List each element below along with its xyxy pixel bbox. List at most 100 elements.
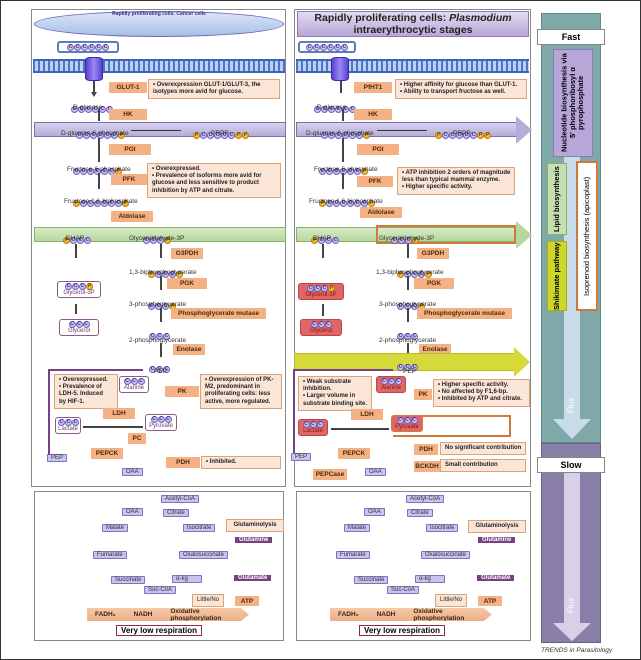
pdh-note: • Inhibited. bbox=[201, 456, 281, 470]
succinate: Succinate bbox=[111, 576, 146, 584]
pfk-enzyme: PFK bbox=[111, 174, 147, 185]
pgk-enzyme-p: PGK bbox=[414, 278, 454, 289]
pepcase-enzyme: PEPCase bbox=[313, 469, 347, 480]
prpp-label-p: PRPP bbox=[453, 130, 471, 137]
pdh-enzyme-p: PDH bbox=[414, 444, 438, 455]
very-low-respiration-p: Very low respiration bbox=[359, 625, 446, 636]
journal-credit: TRENDS in Parasitology bbox=[541, 647, 613, 654]
ldh-note: • Overexpressed.• Prevalence of LDH-5. I… bbox=[54, 374, 118, 409]
pfk-note: • Overexpressed.• Prevalence of isoforms… bbox=[147, 163, 281, 198]
lipid-biosynthesis-label: Lipid biosynthesis bbox=[547, 163, 567, 235]
f6p-label: Fructose-6-phosphate bbox=[67, 166, 131, 173]
citrate: Citrate bbox=[163, 509, 189, 517]
pep-recycle-line bbox=[48, 369, 143, 455]
shikimate-arrowhead bbox=[514, 347, 530, 377]
plasmodium-panel-title: Rapidly proliferating cells: Plasmodium … bbox=[297, 11, 529, 37]
succinate-p: Succinate bbox=[354, 576, 389, 584]
aldolase-enzyme: Aldolase bbox=[111, 211, 153, 222]
acetyl-coa-p: Acetyl-CoA bbox=[406, 495, 445, 503]
pg3-label: 3-phosphoglycerate bbox=[129, 301, 187, 308]
little-no-label-p: Little/No bbox=[435, 594, 467, 608]
glutamine-p: Glutamine bbox=[478, 537, 516, 543]
cancer-title-text: Rapidly proliferating cells: Cancer cell… bbox=[112, 11, 206, 17]
pk-enzyme: PK bbox=[165, 386, 199, 397]
cell-membrane bbox=[33, 59, 285, 73]
pfht1-transporter-icon bbox=[331, 57, 349, 81]
lipid-arrowhead bbox=[516, 221, 532, 249]
pdh-enzyme: PDH bbox=[166, 457, 200, 468]
glut1-enzyme: GLUT-1 bbox=[109, 82, 147, 93]
nucleotide-arrowhead bbox=[516, 116, 532, 144]
glutamate: Glutamate bbox=[234, 575, 272, 581]
cell-membrane-plasmodium bbox=[296, 59, 529, 73]
pgi-enzyme: PGI bbox=[109, 144, 151, 155]
suc-coa-p: Suc-CoA bbox=[387, 586, 420, 594]
f6p-label-p: Fructose-6-phosphate bbox=[314, 166, 378, 173]
enolase-enzyme-p: Enolase bbox=[419, 344, 451, 355]
g3pdh-enzyme: G3PDH bbox=[171, 248, 203, 259]
tca-oaa-p: OAA bbox=[364, 508, 385, 516]
flux-label-slow: Flux bbox=[566, 597, 576, 613]
slow-label: Slow bbox=[537, 457, 605, 473]
pfht1-note: • Higher affinity for glucose than GLUT-… bbox=[395, 79, 527, 100]
pep-label-p: PEP bbox=[403, 368, 417, 375]
pepck-enzyme: PEPCK bbox=[91, 448, 123, 459]
d-glucose-label: D-glucose bbox=[73, 104, 103, 111]
prpp-label: PRPP bbox=[211, 130, 229, 137]
isoprenoid-arrow-outline bbox=[376, 225, 516, 244]
pg2-label-p: 2-phosphoglycerate bbox=[379, 337, 437, 344]
g3pdh-enzyme-p: G3PDH bbox=[417, 248, 449, 259]
hk-enzyme-p: HK bbox=[354, 109, 392, 120]
pfk-enzyme-p: PFK bbox=[357, 176, 393, 187]
shikimate-pathway-label: Shikimate pathway bbox=[547, 241, 567, 311]
malate-p: Malate bbox=[344, 524, 371, 532]
d-glucose-label-p: D-glucose bbox=[317, 104, 347, 111]
hk-enzyme: HK bbox=[109, 109, 147, 120]
malate: Malate bbox=[102, 524, 129, 532]
glutamine: Glutamine bbox=[235, 537, 273, 543]
ldh-note-p: • Weak substrate inhibition.• Larger vol… bbox=[298, 376, 372, 411]
alpha-kg-p: α-kg bbox=[415, 575, 445, 583]
glut-note: • Overexpression GLUT-1/GLUT-3, the isot… bbox=[148, 79, 280, 100]
pep-recycle-line-p bbox=[293, 369, 393, 453]
pep-box-p: PEP bbox=[291, 453, 312, 461]
acetyl-coa: Acetyl-CoA bbox=[161, 495, 200, 503]
nucleotide-biosynthesis-label: Nucleotide biosynthesis via 5' phosphori… bbox=[553, 49, 593, 157]
aldolase-enzyme-p: Aldolase bbox=[360, 207, 402, 218]
ldh-enzyme-p: LDH bbox=[351, 409, 383, 420]
pc-enzyme: PC bbox=[128, 433, 146, 444]
glutaminolysis-label: Glutaminolysis bbox=[226, 519, 284, 533]
pg3-label-p: 3-phosphoglycerate bbox=[379, 301, 437, 308]
oxalosuccinate: Oxalosuccinate bbox=[179, 551, 229, 559]
f16bp-label: Fructose 1,6-biphosphate bbox=[64, 198, 138, 205]
fast-label: Fast bbox=[537, 29, 605, 45]
pepck-enzyme-p: PEPCK bbox=[338, 448, 370, 459]
glutamate-p: Glutamate bbox=[477, 575, 515, 581]
pfht1-enzyme: PfHT1 bbox=[354, 82, 392, 93]
alpha-kg: α-kg bbox=[172, 575, 202, 583]
isoprenoid-biosynthesis-label: Isoprenoid biosynthesis (apicoplast) bbox=[576, 161, 598, 311]
pyruvate-arrow-outline bbox=[393, 415, 511, 437]
pgm-enzyme: Phosphoglycerate mutase bbox=[171, 308, 266, 319]
g3p-label-p: Glyceraldehyde-3P bbox=[379, 235, 435, 242]
oxalosuccinate-p: Oxalosuccinate bbox=[421, 551, 471, 559]
isocitrate-p: Isocitrate bbox=[426, 524, 459, 532]
pk-enzyme-p: PK bbox=[414, 389, 432, 400]
ldh-enzyme: LDH bbox=[103, 408, 135, 419]
glutaminolysis-label-p: Glutaminolysis bbox=[468, 520, 526, 534]
little-no-label: Little/No bbox=[192, 594, 224, 608]
tca-oaa: OAA bbox=[122, 508, 143, 516]
bckdh-note: Small contribution bbox=[440, 459, 526, 473]
bpg13-label: 1,3-biphosphoglycerate bbox=[129, 269, 197, 276]
pg2-label: 2-phosphoglycerate bbox=[129, 337, 187, 344]
dhap-label-p: DHAP bbox=[313, 235, 332, 242]
